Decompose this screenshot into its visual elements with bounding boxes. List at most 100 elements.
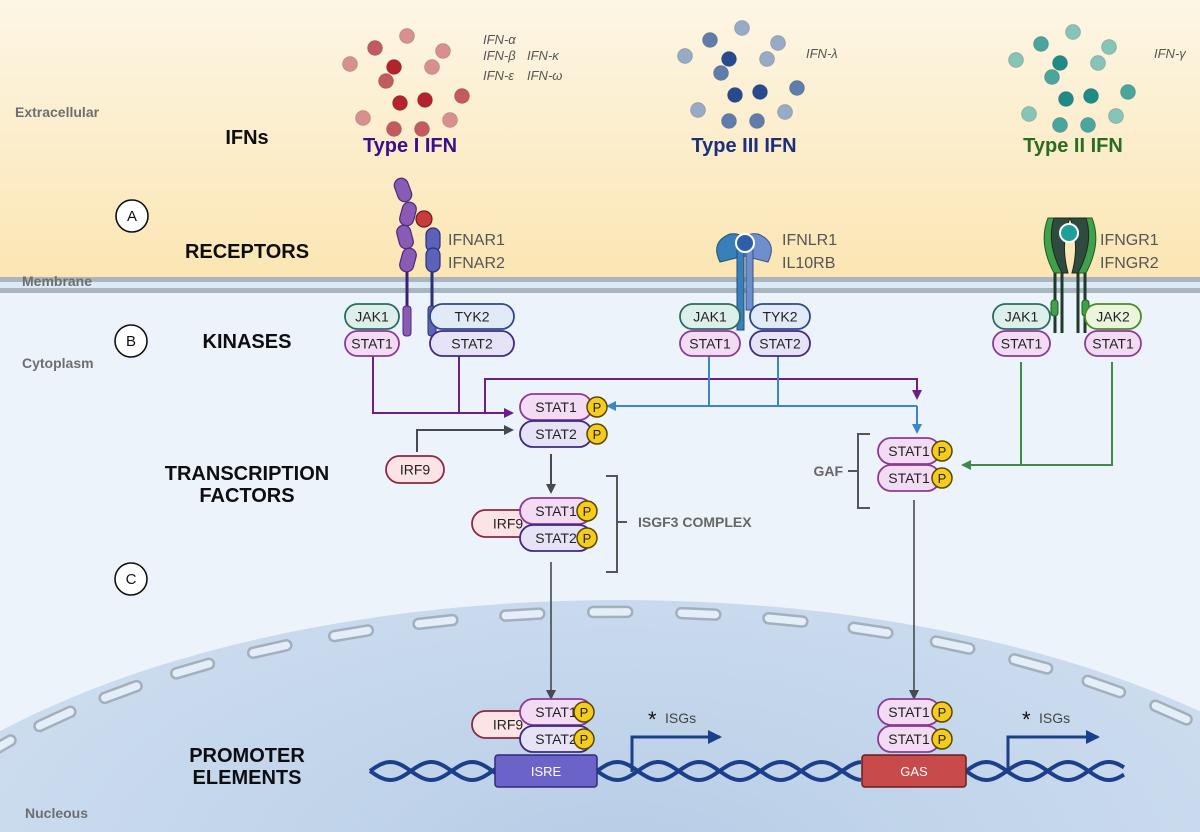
transcription-start-arrow-gas: [1006, 730, 1100, 772]
ifn-particle: [386, 121, 402, 137]
section-title-transcription-1: TRANSCRIPTION: [165, 463, 329, 485]
dna-helix: [368, 759, 1126, 783]
subtype-ifn-omega: IFN-ω: [527, 68, 562, 83]
svg-text:P: P: [938, 471, 947, 486]
isgf3-stat2: STAT2: [519, 524, 593, 552]
nuclear-pore: [170, 657, 216, 680]
stat2-phospho: STAT2: [519, 420, 593, 448]
stat2-phospho-label: STAT2: [535, 426, 577, 442]
isre-label: ISRE: [531, 764, 562, 779]
dna-strand: [595, 759, 862, 783]
kinase-jak1-label: JAK1: [1005, 309, 1039, 325]
subtype-ifn-kappa: IFN-κ: [527, 48, 560, 63]
stat-stat2: STAT2: [749, 330, 811, 357]
stat-stat2: STAT2: [429, 330, 515, 357]
ifn-particle: [1033, 36, 1049, 52]
gas-stat1a: STAT1: [877, 698, 941, 726]
kinase-jak1: JAK1: [344, 303, 400, 330]
ifn-particle: [1008, 52, 1024, 68]
stat-stat2-label: STAT2: [451, 336, 493, 352]
receptor-label-ifnlr1: IFNLR1: [782, 232, 837, 249]
ifn-particle: [367, 40, 383, 56]
signal-arrows: [372, 356, 1113, 700]
isgf3-stat2-label: STAT2: [535, 530, 577, 546]
ifn-particle: [1108, 108, 1124, 124]
nuclear-pore: [847, 621, 894, 640]
ifn-particle: [442, 112, 458, 128]
svg-text:P: P: [583, 531, 592, 546]
ifn-particle: [1120, 84, 1136, 100]
type1-subtypes: IFN-α IFN-β IFN-κ IFN-ε IFN-ω: [483, 32, 562, 83]
section-title-kinases: KINASES: [203, 331, 292, 353]
ifn-ligand-type2: [1059, 223, 1079, 243]
isre-stat2: STAT2: [519, 725, 593, 753]
nuclear-pore: [675, 606, 722, 621]
isre-stat1: STAT1: [519, 698, 593, 726]
ifn-particle: [1044, 69, 1060, 85]
nuclear-pore: [412, 613, 459, 631]
region-label-cytoplasm: Cytoplasm: [22, 355, 94, 371]
kinase-tyk2: TYK2: [429, 303, 515, 330]
gaf-stat1b-label: STAT1: [888, 470, 930, 486]
section-title-transcription-2: FACTORS: [199, 485, 294, 507]
svg-text:P: P: [938, 732, 947, 747]
phosphate-icon: P: [931, 701, 953, 723]
gaf-stat1b: STAT1: [877, 464, 941, 492]
cell-membrane: [0, 277, 1200, 293]
arrow-type1-stat1: [372, 356, 514, 418]
stat-stat1: STAT1: [1084, 330, 1142, 357]
nuclear-pore: [929, 635, 976, 655]
ifn-particle: [734, 20, 750, 36]
subtype-ifn-alpha: IFN-α: [483, 32, 516, 47]
receptor-label-ifnar2: IFNAR2: [448, 255, 505, 272]
protein-pills: JAK1STAT1TYK2STAT2JAK1STAT1TYK2STAT2JAK1…: [344, 303, 1142, 753]
isre-box: ISRE: [494, 754, 598, 788]
gaf-bracket: [848, 433, 870, 509]
type3-ifn-particles: [677, 20, 805, 129]
isgf3-complex-label: ISGF3 COMPLEX: [638, 514, 752, 530]
section-title-promoter-1: PROMOTER: [189, 745, 305, 767]
nuclear-pore: [1008, 653, 1054, 675]
ifn-particle: [386, 59, 402, 75]
region-label-nucleus: Nucleous: [25, 805, 88, 821]
arrow-irf9-to-stat2: [416, 425, 514, 452]
isgf3-irf9-label: IRF9: [493, 516, 524, 532]
ifn-particle: [713, 65, 729, 81]
section-title-promoter-2: ELEMENTS: [193, 767, 302, 789]
ifn-particle: [1090, 55, 1106, 71]
ifn-particle: [1058, 91, 1074, 107]
ifngr-receptor: [1043, 217, 1097, 333]
phosphate-icon: P: [586, 423, 608, 445]
isg-asterisk-icon: *: [648, 707, 657, 732]
dna-strand: [964, 759, 1126, 782]
nuclear-pore: [0, 734, 17, 764]
marker-a: A: [115, 199, 149, 233]
stat1-phospho: STAT1: [519, 393, 593, 421]
nuclear-pore: [499, 607, 546, 622]
ifn-type-3-label: Type III IFN: [691, 135, 796, 157]
section-title-receptors: RECEPTORS: [185, 241, 309, 263]
kinase-tyk2-label: TYK2: [762, 309, 797, 325]
marker-b-letter: B: [126, 333, 136, 350]
ifn-particle: [1101, 39, 1117, 55]
gaf-stat1a: STAT1: [877, 437, 941, 465]
dna-strand: [595, 759, 862, 783]
ifn-particle: [752, 84, 768, 100]
svg-text:P: P: [580, 705, 589, 720]
ifn-particle: [789, 80, 805, 96]
ifn-particle: [749, 113, 765, 129]
nuclear-pore: [328, 624, 375, 643]
marker-c-letter: C: [126, 571, 137, 588]
isg-asterisk-icon: *: [1022, 707, 1031, 732]
receptor-label-ifngr2: IFNGR2: [1100, 255, 1159, 272]
nuclear-pore: [1081, 674, 1127, 699]
ifn-particle: [378, 73, 394, 89]
isg-label-isre: ISGs: [665, 710, 696, 726]
ifn-particle: [727, 87, 743, 103]
ifn-particle: [1052, 55, 1068, 71]
stat-stat1: STAT1: [992, 330, 1051, 357]
phosphate-icon: P: [573, 701, 595, 723]
region-label-membrane: Membrane: [22, 273, 92, 289]
ifn-particle: [435, 43, 451, 59]
